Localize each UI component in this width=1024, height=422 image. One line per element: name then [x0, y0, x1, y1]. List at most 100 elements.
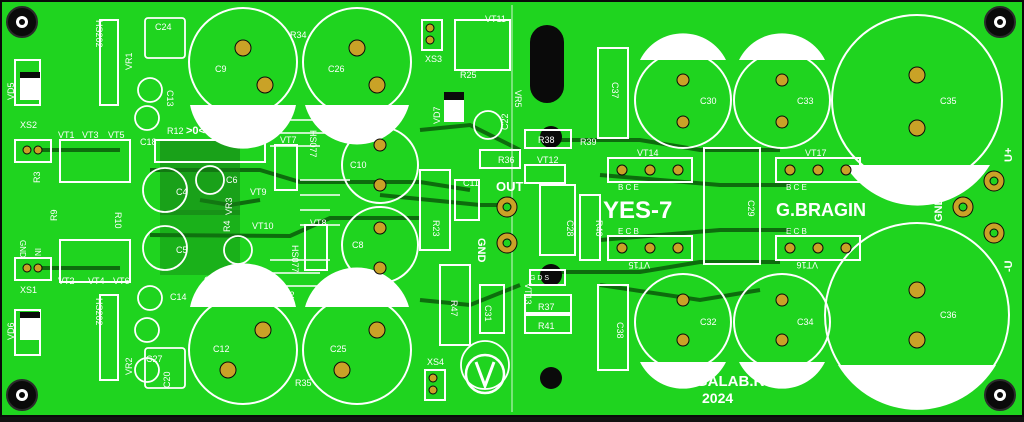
label-out: OUT [496, 179, 524, 194]
label-xs2: XS2 [20, 120, 37, 130]
label-hs202a: HS202 [94, 20, 104, 48]
label-r35: R35 [295, 378, 312, 388]
label-bce-vt14: B C E [618, 183, 639, 192]
label-r34: R34 [290, 30, 307, 40]
label-jumper: >0< [186, 125, 205, 137]
label-in: IN [33, 248, 42, 256]
label-r37: R37 [538, 302, 555, 312]
label-r41: R41 [538, 321, 555, 331]
label-c37: C37 [610, 82, 620, 99]
label-r12: R12 [167, 126, 184, 136]
label-c29: C29 [746, 200, 756, 217]
label-r39: R39 [580, 137, 597, 147]
label-c12: C12 [213, 344, 230, 354]
label-vt3: VT3 [82, 130, 99, 140]
label-gnd-right: GND [933, 198, 945, 223]
label-vt1: VT1 [58, 130, 75, 140]
label-r3: R3 [32, 171, 42, 183]
label-ecb-vt16: E C B [786, 227, 807, 236]
label-c11: C11 [463, 178, 479, 188]
label-vr3: VR3 [224, 197, 234, 215]
label-vt9: VT9 [250, 187, 267, 197]
label-c13: C13 [165, 90, 175, 107]
label-vt11: VT11 [485, 14, 506, 24]
label-vd6: VD6 [6, 322, 16, 340]
label-gnd-left: GND [18, 240, 27, 258]
label-xs1: XS1 [20, 285, 37, 295]
label-vt5: VT5 [108, 130, 125, 140]
label-r20: R20 [245, 134, 262, 144]
label-vt15: VT15 [628, 260, 650, 270]
label-c26: C26 [328, 64, 345, 74]
label-gnd-out: GND [475, 238, 487, 263]
label-xs4: XS4 [427, 357, 444, 367]
label-r9: R9 [49, 209, 59, 221]
label-c27: C27 [146, 354, 163, 364]
label-vt2: VT2 [58, 276, 75, 286]
label-c32: C32 [700, 317, 717, 327]
label-hl2: HL2 [278, 290, 295, 300]
label-vt4: VT4 [88, 276, 105, 286]
label-xs3: XS3 [425, 54, 442, 64]
label-ecb-vt15: E C B [618, 227, 639, 236]
label-vt17: VT17 [805, 148, 827, 158]
board-title: YES-7 [603, 197, 672, 224]
label-r25: R25 [460, 70, 477, 80]
label-c33: C33 [797, 96, 814, 106]
label-hl1: HL1 [278, 104, 295, 114]
label-bce-vt17: B C E [786, 183, 807, 192]
label-c18: C18 [140, 137, 157, 147]
label-vt6: VT6 [113, 276, 130, 286]
label-r21: R21 [252, 268, 269, 278]
label-c14: C14 [170, 292, 187, 302]
label-c5: C5 [176, 245, 188, 255]
board-site: VEGALAB.RU [676, 373, 775, 390]
label-c28: C28 [565, 220, 575, 237]
label-vt12: VT12 [537, 155, 559, 165]
label-hs077a: HS077 [308, 130, 318, 158]
board-year: 2024 [702, 390, 733, 406]
label-c22: C22 [500, 113, 510, 130]
label-c8: C8 [352, 240, 364, 250]
label-r40: R40 [594, 220, 604, 237]
board-author: G.BRAGIN [776, 200, 866, 220]
label-r47: R47 [449, 300, 459, 317]
label-c4: C4 [176, 187, 188, 197]
label-r10: R10 [113, 212, 123, 229]
label-c10: C10 [350, 160, 367, 170]
label-r23: R23 [431, 220, 441, 237]
label-r36: R36 [498, 155, 515, 165]
label-hs202b: HS202 [94, 298, 104, 326]
label-vr2: VR2 [124, 357, 134, 375]
label-vt10: VT10 [252, 221, 274, 231]
label-c9: C9 [215, 64, 227, 74]
label-c6: C6 [226, 175, 238, 185]
label-c7: C7 [204, 275, 216, 285]
label-c34: C34 [797, 317, 814, 327]
label-c36: C36 [940, 310, 957, 320]
label-c31: C31 [483, 305, 493, 322]
label-r38: R38 [538, 135, 555, 145]
label-vd7: VD7 [432, 106, 442, 124]
label-gds: G D S [530, 275, 549, 282]
label-c20: C20 [162, 371, 172, 388]
label-vplus: U+ [1003, 148, 1015, 162]
label-c30: C30 [700, 96, 717, 106]
label-vminus: -U [1003, 260, 1015, 272]
label-vr1: VR1 [124, 52, 134, 70]
label-vd5: VD5 [6, 82, 16, 100]
label-c38: C38 [615, 322, 625, 339]
label-c35: C35 [940, 96, 957, 106]
label-r4: R4 [222, 220, 232, 232]
slot-hole [530, 25, 564, 103]
mounting-holes [6, 6, 1016, 411]
label-c24: C24 [155, 22, 172, 32]
label-c25: C25 [330, 344, 347, 354]
pads [22, 23, 1005, 395]
label-vt8: VT8 [310, 218, 327, 228]
label-vt14: VT14 [637, 148, 659, 158]
label-vt13: VT13 [523, 283, 533, 305]
label-vt16: VT16 [796, 260, 818, 270]
